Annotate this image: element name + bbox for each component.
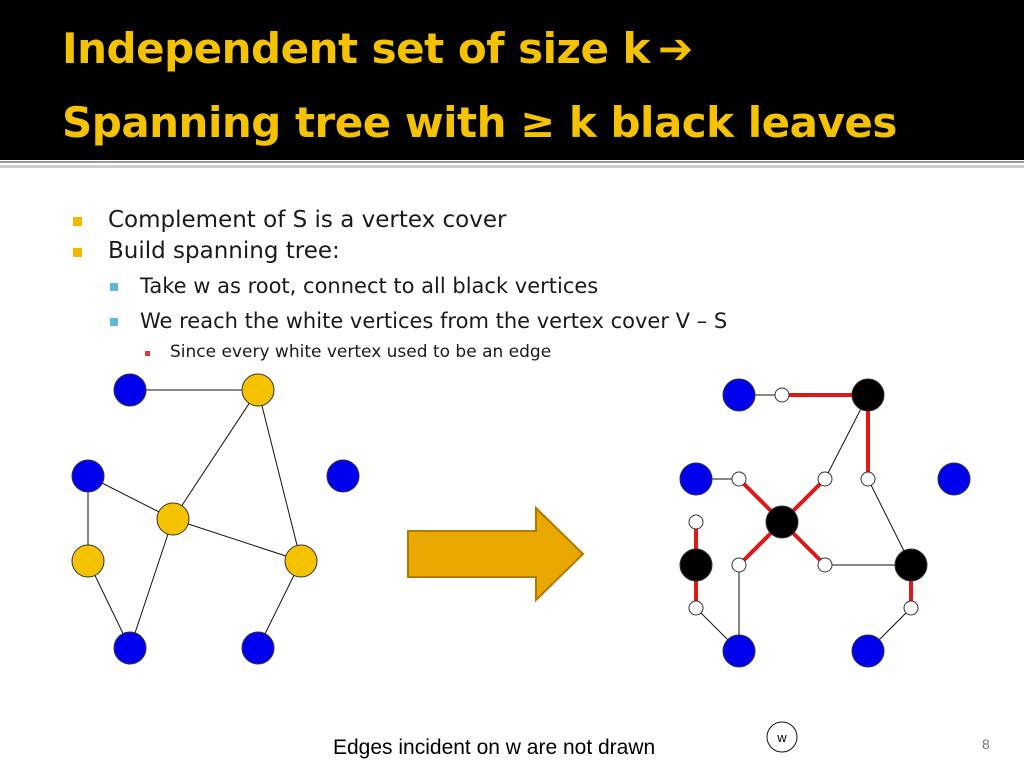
title-divider (0, 161, 1024, 163)
thin-edges (695, 394, 912, 652)
slide-title-line-2: Spanning tree with ≥ k black leaves (62, 98, 897, 147)
root-vertex-w (766, 721, 798, 753)
sub-sub-bullet-item: Since every white vertex used to be an e… (170, 342, 552, 362)
bullet-marker (73, 217, 82, 226)
cover-vertex (241, 631, 275, 665)
cover-vertex (722, 378, 756, 412)
title-divider-shadow (0, 165, 1024, 168)
cover-vertex (113, 373, 147, 407)
white-vertex (903, 600, 919, 616)
white-vertex (688, 600, 704, 616)
independent-set-vertex (284, 544, 318, 578)
cover-vertex (679, 462, 713, 496)
bullet-item: Complement of S is a vertex cover (108, 207, 507, 233)
cover-vertex (937, 462, 971, 496)
white-vertex (774, 387, 790, 403)
white-vertex (817, 557, 833, 573)
graph-edge (172, 389, 259, 520)
right-arrow-icon: ➔ (658, 24, 693, 73)
title-bar: Independent set of size k➔ Spanning tree… (0, 0, 1024, 160)
cover-vertex (71, 459, 105, 493)
original-graph-edges (87, 389, 302, 649)
black-vertex (679, 548, 713, 582)
graph-edge (129, 518, 174, 649)
independent-set-vertex (156, 502, 190, 536)
cover-vertex (113, 631, 147, 665)
white-vertex (731, 557, 747, 573)
sub-bullet-marker (110, 318, 118, 326)
slide-title-line-1: Independent set of size k➔ (62, 24, 693, 73)
sub-bullet-marker (110, 283, 118, 291)
root-vertex-label: w (776, 730, 787, 745)
independent-set-vertex (71, 544, 105, 578)
transform-arrow-icon (407, 505, 585, 603)
black-vertex (851, 378, 885, 412)
bullet-item: Build spanning tree: (108, 238, 340, 264)
cover-vertex (722, 634, 756, 668)
bullet-marker (73, 248, 82, 257)
cover-vertex (326, 459, 360, 493)
cover-vertex (851, 634, 885, 668)
diagram-caption: Edges incident on w are not drawn (333, 736, 656, 759)
graph-edge (172, 518, 302, 562)
slide-number: 8 (982, 736, 990, 752)
black-vertex (765, 505, 799, 539)
sub-bullet-item: We reach the white vertices from the ver… (140, 309, 728, 333)
white-vertex (817, 471, 833, 487)
spanning-tree-graph: w (679, 378, 971, 753)
original-graph (71, 373, 360, 665)
sub-bullet-item: Take w as root, connect to all black ver… (140, 274, 599, 298)
white-vertex (860, 471, 876, 487)
sub-sub-bullet-marker (145, 351, 150, 356)
black-vertex (894, 548, 928, 582)
independent-set-vertex (241, 373, 275, 407)
graph-edge (257, 389, 302, 562)
white-vertex (688, 514, 704, 530)
white-vertex (731, 471, 747, 487)
